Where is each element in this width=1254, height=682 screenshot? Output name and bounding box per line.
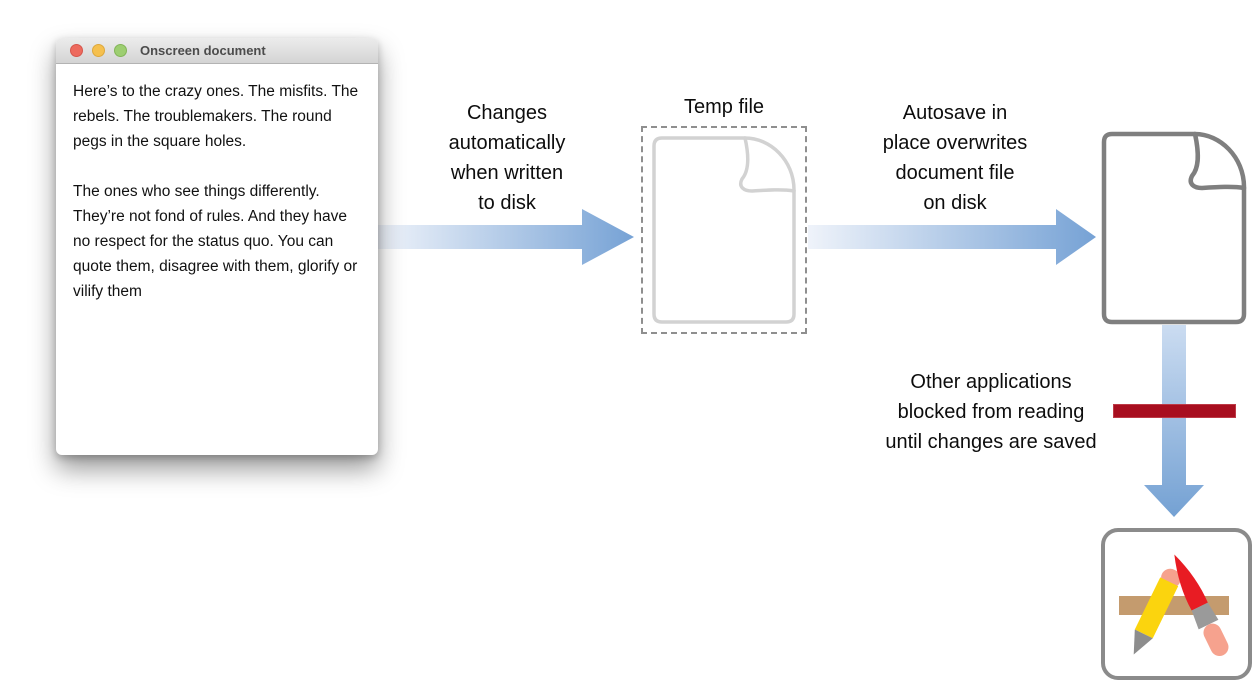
window-titlebar[interactable]: Onscreen document xyxy=(56,38,378,64)
document-icon xyxy=(1101,131,1247,325)
arrow1-label: Changes automatically when written to di… xyxy=(448,102,566,214)
document-paragraph: Here’s to the crazy ones. The misfits. T… xyxy=(73,83,359,150)
arrow2-label: Autosave in place overwrites document fi… xyxy=(882,102,1028,214)
temp-file-label: Temp file xyxy=(683,96,765,118)
zoom-button[interactable] xyxy=(114,44,127,57)
pencil-icon xyxy=(1133,568,1181,655)
blocked-bar xyxy=(1113,404,1236,418)
brush-icon xyxy=(1174,554,1229,657)
temp-file-box xyxy=(641,126,807,334)
window-title: Onscreen document xyxy=(140,43,266,58)
pencil-brush-ruler-icon xyxy=(1119,554,1229,657)
onscreen-document-window: Onscreen document Here’s to the crazy on… xyxy=(56,38,378,455)
window-controls xyxy=(70,44,127,57)
document-text-area[interactable]: Here’s to the crazy ones. The misfits. T… xyxy=(56,64,378,304)
applications-app-icon xyxy=(1101,528,1252,680)
blocked-label: Other applications blocked from reading … xyxy=(885,371,1097,453)
arrow-right-2 xyxy=(808,209,1096,265)
document-paragraph: The ones who see things differently. The… xyxy=(73,183,358,300)
temp-document-icon xyxy=(652,136,796,324)
close-button[interactable] xyxy=(70,44,83,57)
arrow-down xyxy=(1144,325,1204,517)
arrow-right-1 xyxy=(378,209,634,265)
minimize-button[interactable] xyxy=(92,44,105,57)
